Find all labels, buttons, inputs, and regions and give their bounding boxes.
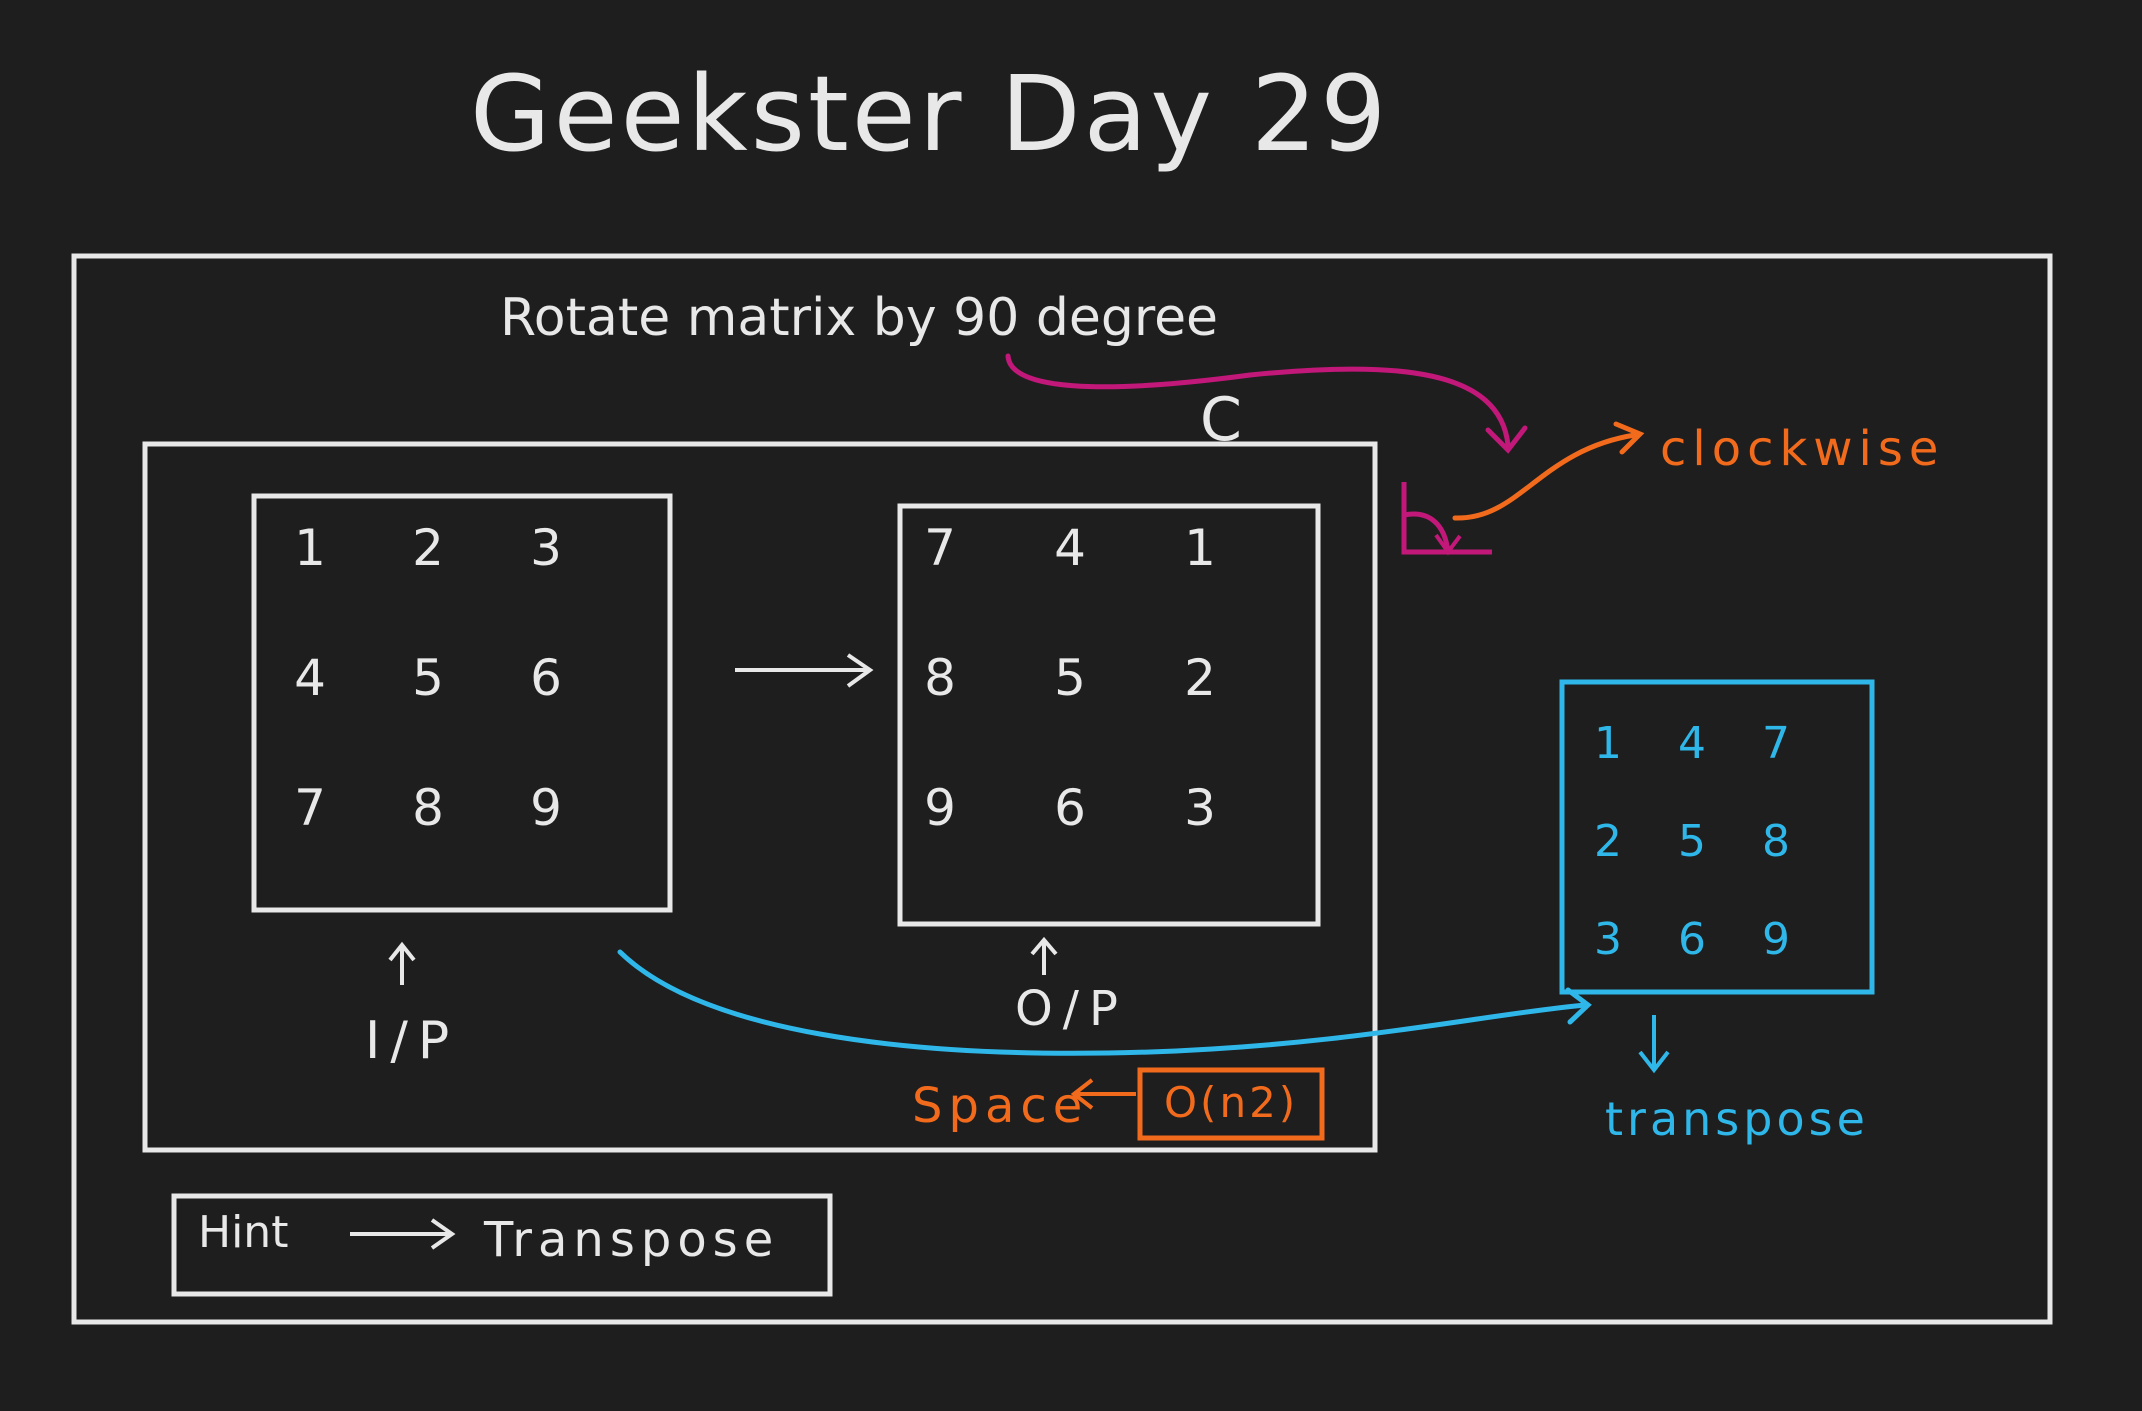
clockwise-arrow bbox=[1452, 432, 1638, 521]
output-matrix-box bbox=[897, 503, 1321, 927]
transpose-curve-arrow bbox=[617, 949, 1588, 1056]
output-matrix-cell: 7 bbox=[924, 519, 956, 577]
outer-frame bbox=[71, 253, 2053, 1325]
output-matrix-cell: 6 bbox=[1054, 779, 1086, 837]
pink-arrowhead bbox=[1485, 425, 1528, 454]
right-angle-icon bbox=[1401, 482, 1492, 556]
input-matrix-cell: 7 bbox=[294, 779, 326, 837]
hint-box bbox=[171, 1193, 833, 1297]
transpose-matrix-cell: 6 bbox=[1678, 914, 1706, 965]
output-matrix-cell: 2 bbox=[1184, 649, 1216, 707]
input-label: I/P bbox=[365, 1011, 459, 1071]
clockwise-label: clockwise bbox=[1660, 421, 1944, 477]
page-title: Geekster Day 29 bbox=[470, 53, 1389, 175]
output-matrix-cell: 9 bbox=[924, 779, 956, 837]
output-matrix-cell: 1 bbox=[1184, 519, 1216, 577]
output-label: O/P bbox=[1015, 981, 1128, 1037]
output-up-arrow bbox=[1030, 936, 1058, 975]
transpose-matrix-cell: 9 bbox=[1762, 914, 1790, 965]
space-left-arrow bbox=[1070, 1078, 1136, 1110]
hint-value: Transpose bbox=[483, 1212, 779, 1268]
complexity-value: O(n2) bbox=[1164, 1078, 1298, 1127]
transpose-matrix-cell: 3 bbox=[1594, 914, 1622, 965]
output-matrix-cell: 4 bbox=[1054, 519, 1086, 577]
transpose-matrix-cell: 4 bbox=[1678, 718, 1706, 769]
transpose-matrix-cell: 8 bbox=[1762, 816, 1790, 867]
transpose-matrix-cell: 1 bbox=[1594, 718, 1622, 769]
output-matrix: 7 4 1 8 5 2 9 6 3 bbox=[924, 519, 1216, 837]
output-matrix-cell: 3 bbox=[1184, 779, 1216, 837]
transpose-matrix: 1 4 7 2 5 8 3 6 9 bbox=[1594, 718, 1790, 965]
hint-arrow-icon bbox=[350, 1218, 456, 1250]
input-matrix-cell: 3 bbox=[530, 519, 562, 577]
transpose-matrix-box bbox=[1559, 679, 1875, 995]
output-matrix-cell: 8 bbox=[924, 649, 956, 707]
inner-frame bbox=[142, 441, 1378, 1153]
transpose-matrix-cell: 5 bbox=[1678, 816, 1706, 867]
pink-curve-arrow bbox=[1005, 353, 1511, 448]
complexity-box bbox=[1137, 1067, 1325, 1141]
input-matrix-cell: 4 bbox=[294, 649, 326, 707]
input-matrix-cell: 9 bbox=[530, 779, 562, 837]
input-up-arrow bbox=[388, 941, 416, 985]
right-arrow-icon bbox=[735, 653, 874, 688]
input-matrix: 1 2 3 4 5 6 7 8 9 bbox=[294, 519, 562, 837]
hint-label: Hint bbox=[198, 1207, 288, 1258]
transpose-down-arrow bbox=[1638, 1015, 1670, 1074]
input-matrix-cell: 1 bbox=[294, 519, 326, 577]
input-matrix-cell: 5 bbox=[412, 649, 444, 707]
problem-statement: Rotate matrix by 90 degree bbox=[500, 288, 1218, 348]
transpose-arrowhead bbox=[1565, 987, 1592, 1025]
space-label: Space bbox=[912, 1078, 1088, 1134]
rotation-mark: C bbox=[1200, 385, 1242, 455]
clockwise-arrowhead bbox=[1613, 421, 1645, 455]
input-matrix-cell: 2 bbox=[412, 519, 444, 577]
transpose-matrix-cell: 2 bbox=[1594, 816, 1622, 867]
input-matrix-cell: 6 bbox=[530, 649, 562, 707]
transpose-label: transpose bbox=[1605, 1092, 1869, 1146]
output-matrix-cell: 5 bbox=[1054, 649, 1086, 707]
input-matrix-cell: 8 bbox=[412, 779, 444, 837]
input-matrix-box bbox=[251, 493, 673, 913]
transpose-matrix-cell: 7 bbox=[1762, 718, 1790, 769]
